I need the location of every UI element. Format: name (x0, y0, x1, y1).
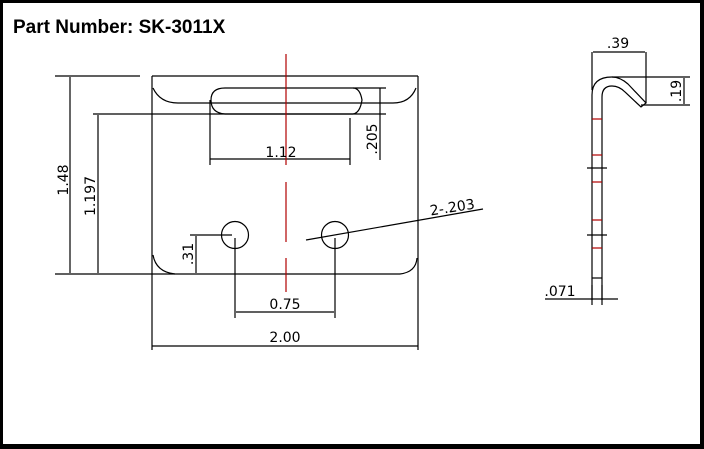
dim-overall-height: 1.48 (56, 164, 72, 195)
dim-slot-width: .205 (365, 123, 381, 154)
plate-outline (55, 75, 419, 350)
dim-slot-to-bottom: 1.197 (83, 176, 99, 216)
dim-hole-callout: 2-.203 (429, 197, 476, 220)
dim-hook-height: .19 (669, 80, 685, 102)
side-centerline-marks (592, 118, 602, 249)
dim-slot-length: 1.12 (265, 145, 296, 161)
side-view (545, 51, 690, 305)
dim-thickness: .071 (544, 284, 575, 300)
part-number-title: Part Number: SK-3011X (13, 17, 226, 38)
dim-hole-height: .31 (181, 243, 197, 265)
dim-hole-spacing: 0.75 (269, 297, 300, 313)
dim-hook-width: .39 (607, 36, 629, 52)
dim-overall-width: 2.00 (269, 330, 300, 346)
